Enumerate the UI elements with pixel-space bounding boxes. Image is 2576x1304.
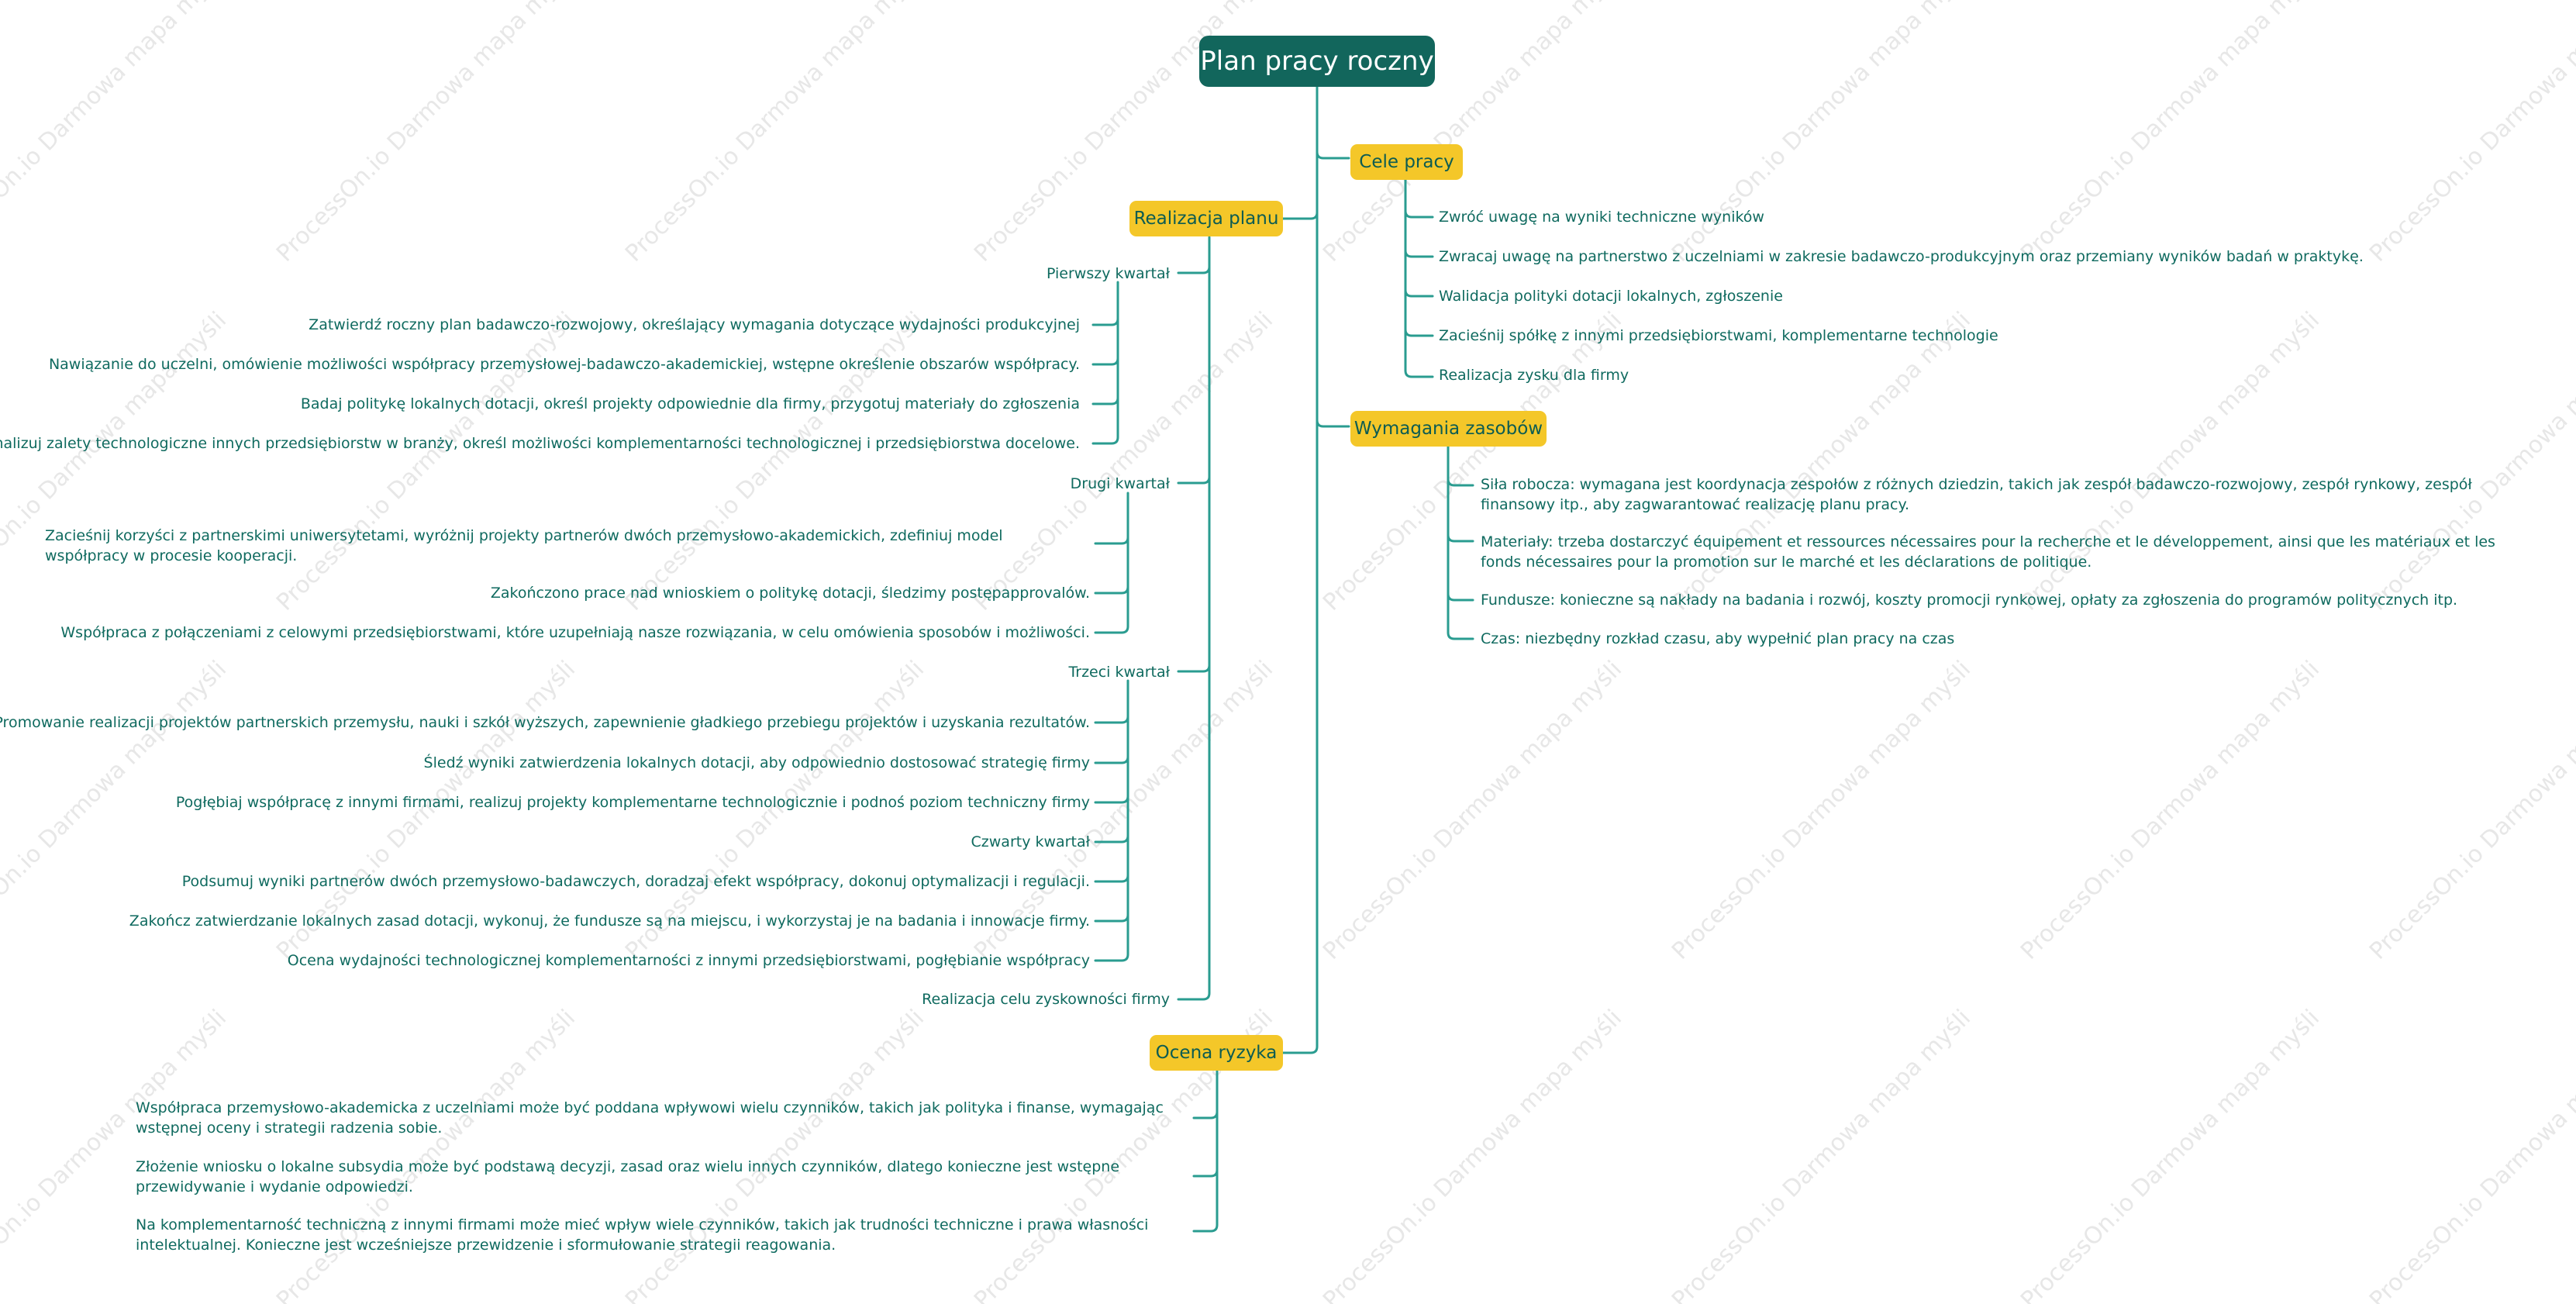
leaf-q2-2[interactable]: Zakończono prace nad wnioskiem o polityk… [490, 585, 1090, 602]
leaf-q1-1[interactable]: Zatwierdź roczny plan badawczo-rozwojowy… [309, 316, 1080, 333]
leaf-cele-4[interactable]: Zacieśnij spółkę z innymi przedsiębiorst… [1439, 327, 1998, 344]
leaf-q3-7[interactable]: Ocena wydajności technologicznej komplem… [287, 952, 1090, 969]
leaf-q2-3[interactable]: Współpraca z połączeniami z celowymi prz… [60, 624, 1090, 641]
leaf-q1-3[interactable]: Badaj politykę lokalnych dotacji, określ… [300, 395, 1080, 412]
leaf-q3-4[interactable]: Czwarty kwartał [971, 833, 1090, 850]
subtopic-trzeci-kwartal[interactable]: Trzeci kwartał [1068, 664, 1170, 681]
leaf-ryzyko-3[interactable]: Na komplementarność techniczną z innymi … [136, 1216, 1149, 1254]
leaf-q3-3[interactable]: Pogłębiaj współpracę z innymi firmami, r… [175, 794, 1090, 811]
leaf-cele-1[interactable]: Zwróć uwagę na wyniki techniczne wyników [1439, 209, 1764, 226]
subtopic-realizacja-celu[interactable]: Realizacja celu zyskowności firmy [922, 991, 1170, 1008]
leaf-q3-1[interactable]: Promowanie realizacji projektów partners… [0, 714, 1090, 731]
leaf-q3-6[interactable]: Zakończ zatwierdzanie lokalnych zasad do… [129, 912, 1090, 930]
branch-wymagania-zasobow[interactable]: Wymagania zasobów [1350, 411, 1547, 447]
leaf-zasoby-2[interactable]: Materiały: trzeba dostarczyć équipement … [1481, 533, 2495, 571]
leaf-ryzyko-1[interactable]: Współpraca przemysłowo-akademicka z ucze… [136, 1099, 1164, 1137]
leaf-q1-4[interactable]: Analizuj zalety technologiczne innych pr… [0, 435, 1080, 452]
leaf-zasoby-1[interactable]: Siła robocza: wymagana jest koordynacja … [1481, 476, 2472, 513]
leaf-cele-3[interactable]: Walidacja polityki dotacji lokalnych, zg… [1439, 288, 1783, 305]
leaf-zasoby-4[interactable]: Czas: niezbędny rozkład czasu, aby wypeł… [1481, 630, 1955, 647]
branch-ocena-ryzyka[interactable]: Ocena ryzyka [1150, 1035, 1283, 1071]
branch-cele-pracy[interactable]: Cele pracy [1350, 144, 1463, 180]
leaf-q3-2[interactable]: Śledź wyniki zatwierdzenia lokalnych dot… [423, 754, 1090, 771]
leaf-q2-1[interactable]: Zacieśnij korzyści z partnerskimi uniwer… [45, 527, 1003, 564]
leaf-cele-2[interactable]: Zwracaj uwagę na partnerstwo z uczelniam… [1439, 248, 2364, 265]
leaf-q1-2[interactable]: Nawiązanie do uczelni, omówienie możliwo… [48, 356, 1080, 373]
subtopic-drugi-kwartal[interactable]: Drugi kwartał [1070, 475, 1170, 492]
leaf-q3-5[interactable]: Podsumuj wyniki partnerów dwóch przemysł… [181, 873, 1090, 890]
subtopic-pierwszy-kwartal[interactable]: Pierwszy kwartał [1046, 265, 1170, 282]
leaf-ryzyko-2[interactable]: Złożenie wniosku o lokalne subsydia może… [136, 1158, 1120, 1195]
root-node[interactable]: Plan pracy roczny [1199, 36, 1435, 87]
branch-realizacja-planu[interactable]: Realizacja planu [1129, 201, 1283, 236]
leaf-cele-5[interactable]: Realizacja zysku dla firmy [1439, 367, 1629, 384]
leaf-zasoby-3[interactable]: Fundusze: konieczne są nakłady na badani… [1481, 592, 2458, 609]
